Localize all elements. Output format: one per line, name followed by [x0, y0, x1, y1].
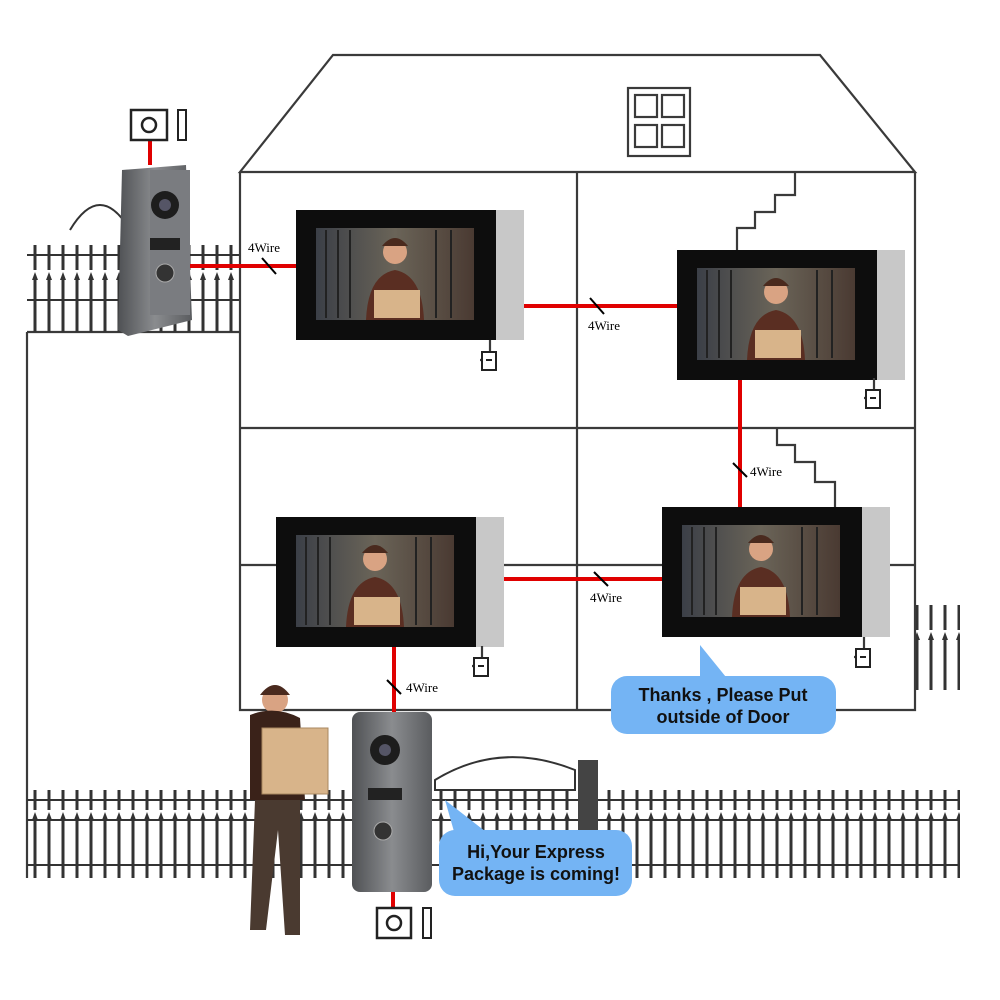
- power-plug-icon: [470, 644, 490, 678]
- outdoor-door-station-top: [118, 165, 192, 336]
- attic-window: [626, 86, 692, 158]
- speech-bubble-monitor: Thanks , Please Put outside of Door: [611, 645, 836, 734]
- wire-label: 4Wire: [588, 318, 620, 333]
- indoor-monitor-3: [275, 516, 505, 648]
- electric-lock-icon: [375, 906, 432, 940]
- bubble-text-line1: Hi,Your Express: [467, 842, 605, 862]
- power-plug-icon: [852, 635, 872, 669]
- wire-label: 4Wire: [590, 590, 622, 605]
- bubble-text-line1: Thanks , Please Put: [638, 685, 807, 705]
- delivery-person: [250, 685, 329, 935]
- outdoor-door-station-bottom: [352, 712, 432, 892]
- wire-label: 4Wire: [406, 680, 438, 695]
- power-plug-icon: [478, 338, 498, 372]
- wire-label: 4Wire: [750, 464, 782, 479]
- main-gate: [434, 756, 576, 791]
- stairs-lower: [775, 428, 837, 507]
- wire-label: 4Wire: [248, 240, 280, 255]
- right-fence: [915, 605, 960, 690]
- bubble-text-line2: Package is coming!: [452, 864, 620, 884]
- bubble-text-line2: outside of Door: [657, 707, 790, 727]
- indoor-monitor-1: [295, 209, 525, 341]
- wires: [148, 140, 742, 910]
- stairs-upper: [735, 172, 797, 250]
- electric-lock-icon: [129, 108, 187, 142]
- indoor-monitor-2: [676, 249, 906, 381]
- house-outline: [237, 53, 918, 712]
- speech-bubble-door-station: Hi,Your Express Package is coming!: [439, 800, 632, 896]
- indoor-monitor-4: [661, 506, 891, 638]
- power-plug-icon: [862, 376, 882, 410]
